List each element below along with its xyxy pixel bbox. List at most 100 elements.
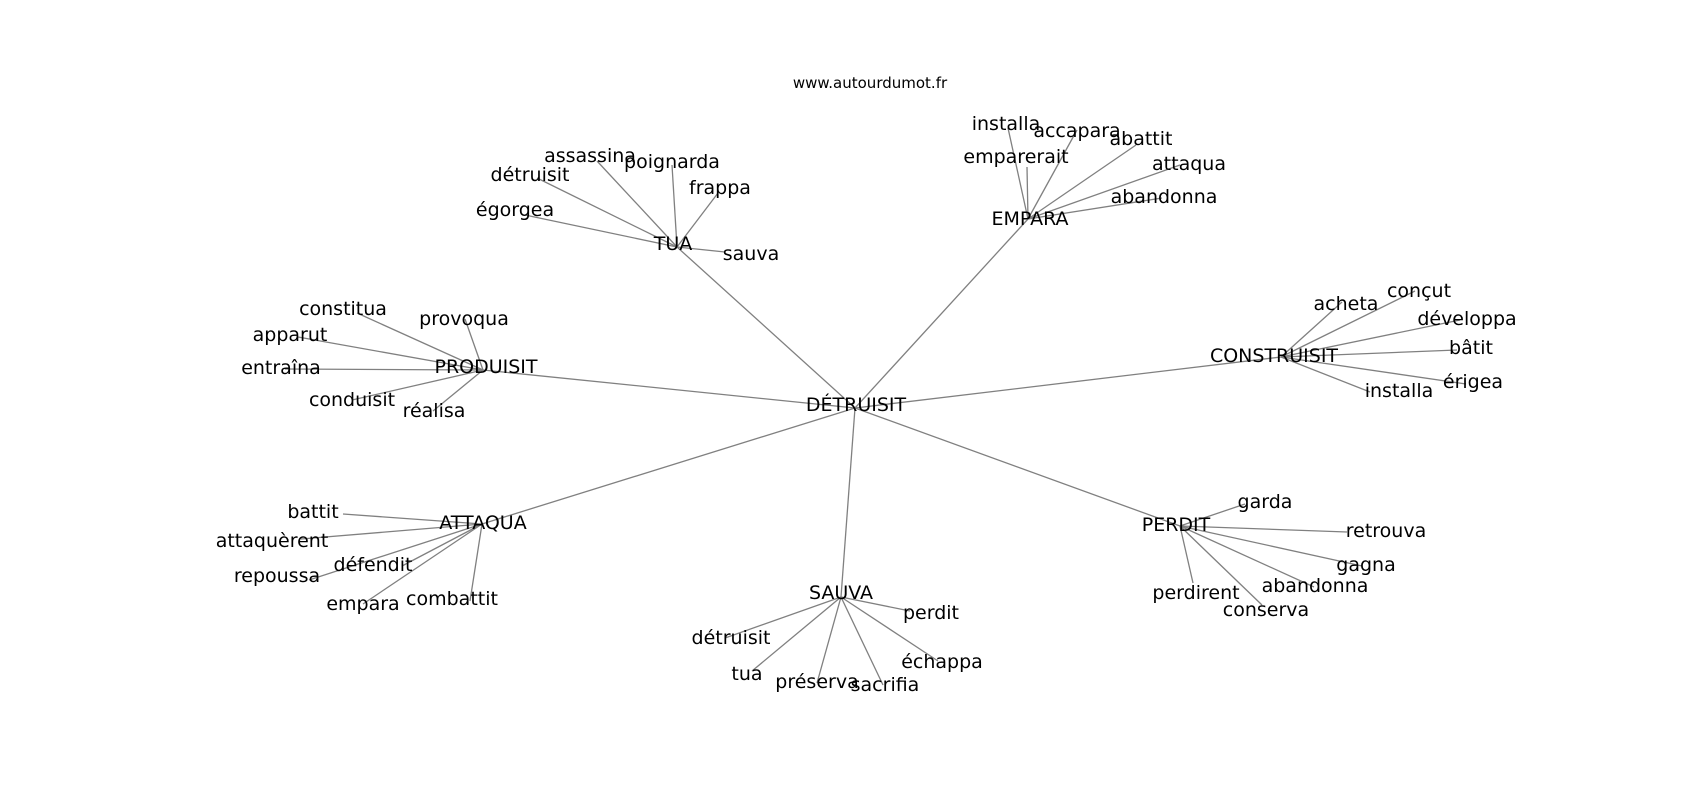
edge-hub-to-word bbox=[524, 214, 678, 248]
edge-hub-to-word bbox=[297, 336, 484, 371]
leaf-word-node[interactable]: frappa bbox=[689, 177, 751, 199]
leaf-word-node[interactable]: perdirent bbox=[1152, 582, 1239, 604]
edge-hub-to-word bbox=[1280, 356, 1467, 385]
leaf-word-node[interactable]: érigea bbox=[1443, 371, 1503, 393]
edge-hub-to-word bbox=[1027, 197, 1163, 220]
edge-hub-to-word bbox=[362, 523, 483, 605]
edge-hub-to-word bbox=[816, 596, 842, 684]
leaf-word-node[interactable]: retrouva bbox=[1346, 520, 1426, 542]
leaf-word-node[interactable]: provoqua bbox=[419, 308, 509, 330]
edge-hub-to-word bbox=[536, 177, 678, 248]
leaf-word-node[interactable]: emparerait bbox=[963, 146, 1068, 168]
edge-hub-to-word bbox=[1179, 525, 1348, 533]
edge-center-to-hub bbox=[676, 246, 856, 409]
leaf-word-node[interactable]: acheta bbox=[1314, 293, 1379, 315]
edge-hub-to-word bbox=[1280, 301, 1343, 358]
edge-hub-to-word bbox=[840, 596, 884, 686]
leaf-word-node[interactable]: perdit bbox=[903, 602, 959, 624]
leaf-word-node[interactable]: poignarda bbox=[624, 151, 720, 173]
edge-hub-to-word bbox=[1179, 525, 1194, 584]
leaf-word-node[interactable]: garda bbox=[1238, 491, 1293, 513]
site-watermark: www.autourdumot.fr bbox=[793, 74, 948, 92]
center-word-node[interactable]: DÉTRUISIT bbox=[806, 393, 907, 416]
leaf-word-node[interactable]: conserva bbox=[1223, 599, 1309, 621]
leaf-word-node[interactable]: échappa bbox=[901, 651, 983, 673]
hub-word-node[interactable]: PRODUISIT bbox=[434, 356, 537, 378]
edge-hub-to-word bbox=[432, 369, 484, 412]
edge-hub-to-word bbox=[1280, 356, 1371, 393]
leaf-word-node[interactable]: installa bbox=[972, 113, 1041, 135]
leaf-word-node[interactable]: gagna bbox=[1336, 554, 1395, 576]
leaf-word-node[interactable]: combattit bbox=[406, 588, 498, 610]
edge-hub-to-word bbox=[469, 523, 483, 602]
leaf-word-node[interactable]: réalisa bbox=[403, 400, 466, 422]
edge-hub-to-word bbox=[1280, 319, 1461, 358]
leaf-word-node[interactable]: accapara bbox=[1033, 120, 1120, 142]
edge-hub-to-word bbox=[308, 523, 483, 581]
leaf-word-node[interactable]: battit bbox=[287, 501, 338, 523]
edge-hub-to-word bbox=[1179, 525, 1263, 606]
leaf-word-node[interactable]: sacrifia bbox=[851, 674, 920, 696]
leaf-word-node[interactable]: sauva bbox=[723, 243, 779, 265]
leaf-word-node[interactable]: apparut bbox=[253, 324, 328, 346]
leaf-word-node[interactable]: abattit bbox=[1110, 128, 1173, 150]
edge-center-to-hub bbox=[854, 356, 1282, 409]
leaf-word-node[interactable]: attaqua bbox=[1152, 153, 1226, 175]
edge-hub-to-word bbox=[1179, 525, 1363, 567]
leaf-word-node[interactable]: assassina bbox=[544, 145, 636, 167]
edge-hub-to-word bbox=[676, 192, 719, 248]
leaf-word-node[interactable]: préserva bbox=[775, 671, 858, 693]
edge-hub-to-word bbox=[464, 318, 484, 371]
edge-center-to-hub bbox=[840, 407, 856, 598]
leaf-word-node[interactable]: tua bbox=[731, 663, 762, 685]
edge-hub-to-word bbox=[840, 596, 911, 612]
edge-hub-to-word bbox=[300, 523, 483, 540]
leaf-word-node[interactable]: détruisit bbox=[491, 164, 570, 186]
graph-labels: www.autourdumot.fr DÉTRUISIT TUA assassina… bbox=[216, 74, 1517, 696]
edge-hub-to-word bbox=[1026, 166, 1029, 220]
edge-center-to-hub bbox=[854, 407, 1181, 527]
leaf-word-node[interactable]: détruisit bbox=[692, 627, 771, 649]
edge-center-to-hub bbox=[481, 407, 856, 525]
edge-hub-to-word bbox=[342, 513, 483, 525]
hub-word-node[interactable]: EMPARA bbox=[991, 208, 1068, 230]
edge-hub-to-word bbox=[1179, 503, 1246, 527]
hub-word-node[interactable]: TUA bbox=[653, 233, 693, 255]
edge-hub-to-word bbox=[1280, 349, 1458, 358]
edge-hub-to-word bbox=[724, 596, 842, 639]
leaf-word-node[interactable]: installa bbox=[1365, 380, 1434, 402]
leaf-word-node[interactable]: abandonna bbox=[1111, 186, 1218, 208]
leaf-word-node[interactable]: développa bbox=[1417, 308, 1516, 330]
edge-center-to-hub bbox=[854, 218, 1029, 409]
leaf-word-node[interactable]: entraîna bbox=[241, 357, 321, 379]
edge-center-to-hub bbox=[482, 369, 856, 409]
hub-word-node[interactable]: CONSTRUISIT bbox=[1210, 345, 1338, 367]
edge-hub-to-word bbox=[840, 596, 939, 662]
edge-hub-to-word bbox=[1027, 129, 1078, 220]
leaf-word-node[interactable]: conçut bbox=[1387, 280, 1451, 302]
edge-hub-to-word bbox=[351, 369, 484, 401]
hub-word-node[interactable]: ATTAQUA bbox=[439, 512, 526, 534]
leaf-word-node[interactable]: bâtit bbox=[1449, 337, 1493, 359]
leaf-word-node[interactable]: repoussa bbox=[234, 565, 320, 587]
hub-word-node[interactable]: PERDIT bbox=[1142, 514, 1211, 536]
edge-hub-to-word bbox=[676, 246, 726, 253]
leaf-word-node[interactable]: constitua bbox=[299, 298, 387, 320]
edge-hub-to-word bbox=[401, 523, 483, 567]
edge-hub-to-word bbox=[1007, 127, 1029, 220]
edge-hub-to-word bbox=[1280, 290, 1416, 358]
leaf-word-node[interactable]: attaquèrent bbox=[216, 530, 329, 552]
leaf-word-node[interactable]: conduisit bbox=[309, 389, 395, 411]
leaf-word-node[interactable]: abandonna bbox=[1262, 575, 1369, 597]
leaf-word-node[interactable]: égorgea bbox=[476, 199, 554, 221]
edge-hub-to-word bbox=[356, 312, 484, 371]
hub-word-node[interactable]: SAUVA bbox=[809, 582, 873, 604]
edge-hub-to-word bbox=[1179, 525, 1315, 588]
leaf-word-node[interactable]: défendit bbox=[334, 554, 413, 576]
leaf-word-node[interactable]: empara bbox=[326, 593, 399, 615]
graph-edges bbox=[284, 127, 1467, 686]
edge-hub-to-word bbox=[1027, 164, 1181, 220]
edge-hub-to-word bbox=[284, 368, 484, 371]
edge-hub-to-word bbox=[751, 596, 842, 672]
